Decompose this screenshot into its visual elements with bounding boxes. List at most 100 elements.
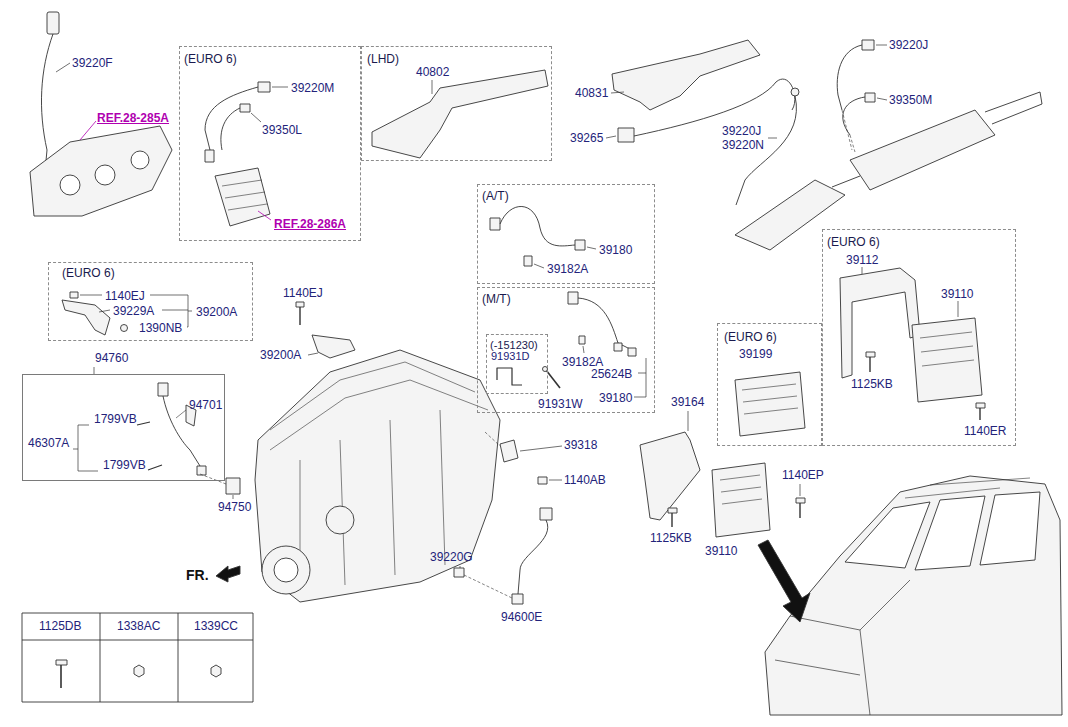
leader-line — [80, 121, 96, 140]
sensor-module — [618, 128, 634, 142]
nut — [211, 665, 221, 677]
sensor-connector — [490, 218, 500, 230]
part-number: 39112 — [846, 253, 878, 267]
group-box: (EURO 6)39199 — [717, 323, 822, 446]
nut — [121, 325, 128, 332]
sensor-probe — [512, 594, 523, 604]
harness-clip — [579, 336, 585, 344]
group-box: 947609470146307A1799VB1799VB — [22, 374, 225, 481]
part-number: 1140EJ — [105, 289, 145, 303]
leader-line — [587, 247, 596, 249]
sensor-connector — [862, 40, 874, 50]
part-number: 94701 — [189, 398, 222, 412]
idler-pulley — [326, 506, 354, 534]
vehicle-window — [845, 492, 1040, 570]
manifold-port — [131, 151, 149, 169]
group-box: (EURO 6)39112391101125KB1140ER — [822, 229, 1016, 446]
harness-clip — [524, 256, 532, 266]
part-number: 1339CC — [194, 619, 238, 633]
part-number: 25624B — [591, 367, 632, 381]
fastener-table — [22, 613, 253, 702]
part-number: 39110 — [705, 544, 737, 558]
part-number: 39180 — [599, 243, 632, 257]
part-number: 94750 — [218, 500, 251, 514]
part-number: 91931W — [538, 397, 583, 411]
leader-line — [534, 264, 544, 268]
ecu-bracket — [640, 432, 700, 520]
leader-line — [877, 98, 887, 100]
part-number: 1799VB — [94, 412, 137, 426]
leader-line — [688, 411, 689, 431]
leader-line — [460, 566, 461, 568]
leader-line — [958, 301, 959, 317]
group-heading: (EURO 6) — [62, 266, 115, 280]
leader-line — [800, 484, 801, 496]
part-number: 1390NB — [139, 321, 182, 335]
wiring-harness — [500, 206, 575, 245]
manifold-port — [60, 175, 80, 195]
part-number: 39220N — [722, 138, 764, 152]
leader-line — [768, 138, 777, 139]
manifold-port — [95, 165, 115, 185]
sensor-connector — [791, 88, 799, 96]
nut — [134, 665, 144, 677]
bracket — [312, 335, 355, 358]
leader-line — [520, 446, 562, 451]
leader-line — [176, 410, 186, 418]
part-number: 39180 — [599, 391, 632, 405]
part-number: 1125KB — [851, 377, 893, 391]
sensor-probe — [197, 466, 206, 475]
sensor — [454, 568, 464, 577]
front-arrow — [216, 566, 240, 582]
wiring-harness — [578, 298, 632, 350]
part-number: 40802 — [416, 65, 449, 79]
bolt-head — [796, 498, 805, 503]
group-box: (M/T)39182A25624B3918091931W(-151230)919… — [477, 287, 655, 413]
part-number: 91931D — [491, 349, 530, 363]
bolt-head — [56, 660, 67, 665]
leader-line — [272, 87, 288, 88]
part-number: 1140EP — [782, 468, 824, 482]
bolt — [979, 408, 980, 420]
part-number: 39220F — [72, 56, 113, 70]
part-number: 94600E — [501, 610, 542, 624]
group-heading: (EURO 6) — [827, 235, 880, 249]
crank-pulley — [262, 546, 310, 594]
group-box: (EURO 6)39220M39350LREF.28-286A — [179, 46, 361, 241]
bolt-head — [296, 302, 304, 307]
part-number: 39265 — [570, 131, 603, 145]
heat-shield — [612, 40, 760, 110]
part-number: 39164 — [671, 395, 704, 409]
leader-line — [94, 367, 95, 374]
sensor-connector — [47, 12, 59, 34]
group-heading: (-151230) — [490, 338, 538, 352]
ecu-bracket — [840, 268, 920, 378]
part-number: 39110 — [941, 287, 973, 301]
leader-line — [258, 211, 271, 220]
engine-control-unit — [912, 318, 982, 402]
sensor — [226, 478, 240, 494]
leader-line — [251, 113, 261, 122]
group-box: (LHD)40802 — [361, 46, 552, 161]
leader-line — [876, 45, 887, 46]
part-number: 39220J — [889, 38, 928, 52]
bolt — [299, 307, 300, 325]
bolt — [869, 357, 870, 372]
leader-line — [549, 480, 562, 481]
heat-shield — [372, 70, 548, 158]
sensor-connector — [540, 508, 552, 520]
part-number: 39350M — [889, 93, 932, 107]
sensor-connector — [240, 104, 250, 112]
part-number: 39200A — [196, 305, 237, 319]
crank-pulley — [274, 558, 298, 582]
sensor-connector — [575, 240, 585, 250]
roof-rail — [905, 478, 1030, 498]
sensor-connector — [158, 383, 168, 396]
part-number: 39199 — [739, 347, 772, 361]
part-number: 39200A — [260, 348, 301, 362]
leader-line — [583, 346, 584, 353]
leader-line — [200, 474, 226, 484]
part-number: 39229A — [113, 304, 154, 318]
part-number: 1338AC — [117, 619, 160, 633]
leader-line — [862, 267, 863, 274]
